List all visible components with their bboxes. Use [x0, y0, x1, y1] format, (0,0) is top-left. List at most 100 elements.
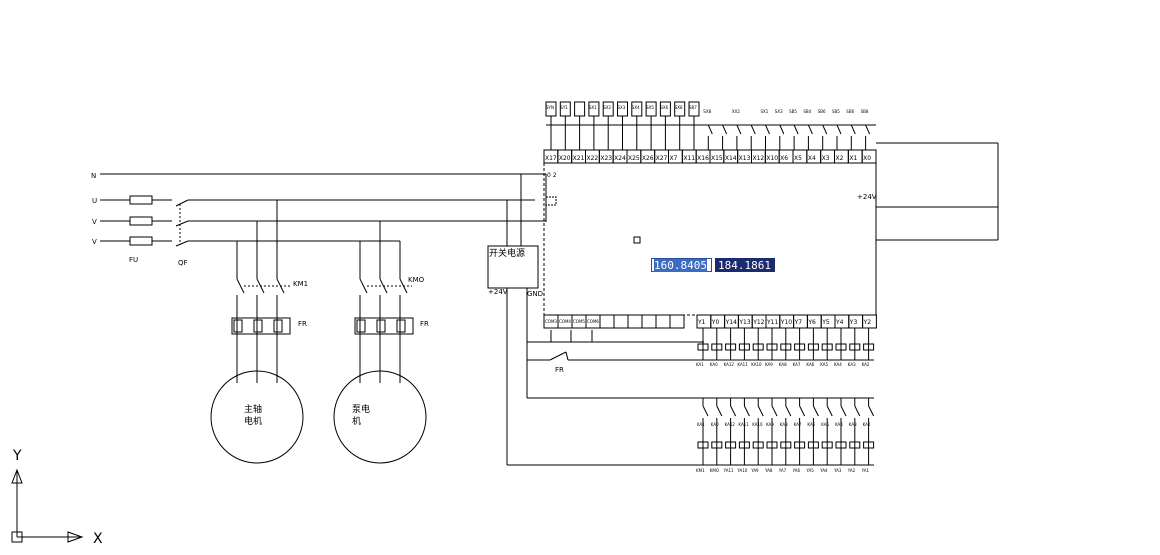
valve-coil — [807, 441, 819, 449]
motor2-label-line2: 机 — [352, 415, 361, 427]
valve-coil — [738, 441, 750, 449]
input-terminal-label: X7 — [670, 155, 678, 162]
relay-coil — [725, 343, 737, 351]
input-terminal-label: X17 — [545, 155, 557, 162]
valve-coil — [752, 441, 764, 449]
relay-coil — [835, 343, 847, 351]
switch-label: SX8 — [703, 109, 711, 114]
valve-coil — [863, 441, 875, 449]
relay-contact-label: KA7 — [794, 422, 802, 427]
valve-label: YA7 — [778, 468, 787, 473]
output-terminal-label: Y11 — [766, 319, 778, 326]
input-terminal-label: X12 — [753, 155, 765, 162]
relay-coil — [766, 343, 778, 351]
relay-contact-label: KA5 — [821, 422, 829, 427]
switch-label: SX2 — [603, 105, 611, 110]
valve-coil — [711, 441, 723, 449]
coordinate-x-value: 160.8405 — [654, 259, 707, 272]
valve-coil — [725, 441, 737, 449]
valve-label: YA4 — [819, 468, 828, 473]
output-terminal-label: Y6 — [807, 319, 816, 326]
com-terminal-label: COM6 — [587, 319, 599, 324]
ucs-y-label: Y — [12, 448, 22, 464]
motor1-label-line2: 电机 — [244, 415, 262, 427]
switch-contact — [822, 124, 828, 135]
relay-coil — [697, 343, 709, 351]
motor1-label-line1: 主轴 — [244, 403, 262, 415]
relay-contact-label: KA4 — [835, 422, 843, 427]
fuse-v2 — [129, 236, 153, 246]
coordinate-x-readout[interactable]: 160.8405 — [651, 258, 712, 272]
output-terminal-label: Y4 — [835, 319, 844, 326]
contactor-label-kmo: KMO — [408, 276, 425, 284]
relay-coil-label: KA1 — [696, 362, 704, 367]
switch-label: SB6 — [818, 109, 826, 114]
relay-contact-label: KA1 — [697, 422, 705, 427]
spare-terminal-cell — [669, 314, 685, 329]
switch-label: SB7 — [689, 105, 697, 110]
relay-contact — [730, 405, 737, 417]
switch-label: SB6 — [846, 109, 854, 114]
spare-terminal-cell — [655, 314, 671, 329]
relay-coil-label: KA4 — [834, 362, 842, 367]
switch-contact — [765, 124, 770, 135]
relay-coil-label: KA3 — [848, 362, 856, 367]
plc-com-label: 0 2 — [547, 172, 557, 179]
relay-coil-label: KA11 — [737, 362, 748, 367]
relay-contact — [785, 405, 792, 417]
plc-marker[interactable] — [633, 236, 641, 244]
input-terminal-label: X15 — [711, 155, 723, 162]
relay-coil — [738, 343, 750, 351]
relay-contact — [826, 405, 833, 417]
coordinate-y-readout[interactable]: 184.1861 — [715, 258, 775, 272]
switch-contact — [836, 124, 842, 135]
output-terminal-label: Y5 — [821, 319, 830, 326]
valve-coil — [849, 441, 861, 449]
spare-terminal-cell — [599, 314, 615, 329]
valve-label: YA9 — [750, 468, 759, 473]
relay-coil-label: KA5 — [820, 362, 828, 367]
input-terminal-label: X0 — [863, 155, 871, 162]
switch-label: SX5 — [646, 105, 654, 110]
relay-contact — [868, 405, 875, 417]
relay-contact — [757, 405, 764, 417]
input-terminal-label: X24 — [614, 155, 626, 162]
input-terminal-label: X14 — [725, 155, 737, 162]
relay-coil-label: KA6 — [806, 362, 814, 367]
relay-contact — [702, 405, 709, 417]
fuse-v1 — [129, 216, 153, 226]
switch-label: SX3 — [775, 109, 783, 114]
ucs-x-label: X — [93, 531, 103, 547]
line-label-u: U — [92, 197, 97, 205]
plc-body[interactable] — [543, 162, 877, 316]
relay-coil — [821, 343, 833, 351]
input-terminal-label: X6 — [780, 155, 788, 162]
input-terminal-cell — [861, 149, 877, 164]
input-terminal-label: X4 — [808, 155, 816, 162]
relay-contact — [812, 405, 819, 417]
relay-contact — [840, 405, 847, 417]
relay-coil — [863, 343, 875, 351]
breaker-label: QF — [178, 259, 188, 267]
relay-contact-label: KA2 — [863, 422, 871, 427]
output-terminal-label: Y14 — [725, 319, 737, 326]
input-terminal-label: X2 — [836, 155, 844, 162]
switch-label: SX3 — [618, 105, 626, 110]
output-terminal-label: Y2 — [863, 319, 872, 326]
switch-contact — [736, 124, 742, 135]
relay-contact-label: KA8 — [780, 422, 788, 427]
relay-coil — [711, 343, 723, 351]
relay-contact — [799, 405, 806, 417]
valve-coil — [835, 441, 847, 449]
switch-label: SB5 — [832, 109, 840, 114]
valve-label: YA6 — [792, 468, 801, 473]
valve-label: YA11 — [723, 468, 734, 473]
valve-label: KM1 — [696, 468, 705, 473]
relay-contact-label: KA3 — [849, 422, 857, 427]
relay-contact-label: KA12 — [725, 422, 736, 427]
switch-label: XX2 — [732, 109, 740, 114]
valve-label: YA5 — [805, 468, 814, 473]
relay-contact — [854, 405, 861, 417]
